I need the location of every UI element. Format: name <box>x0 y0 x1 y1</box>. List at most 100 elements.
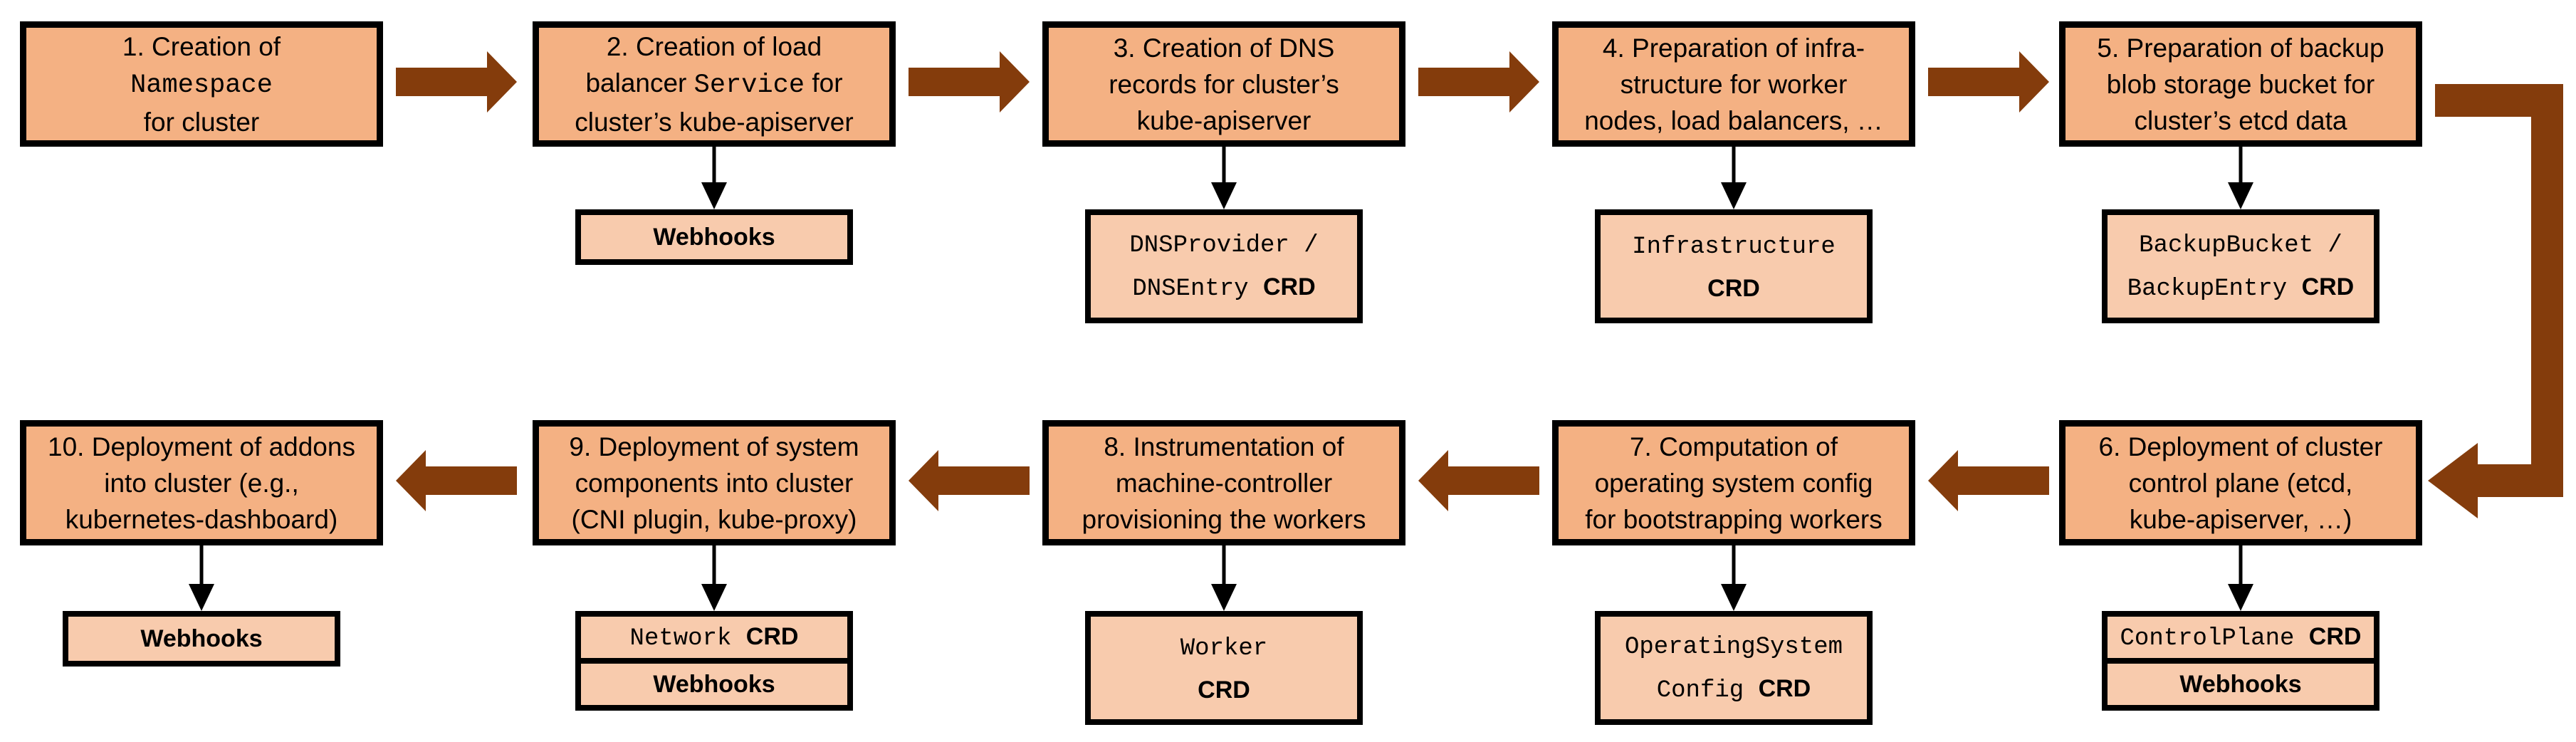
text-line: 6. Deployment of cluster <box>2099 429 2383 465</box>
label-text: operating system config <box>1594 468 1873 498</box>
label-text: 4. Preparation of infra- <box>1602 33 1865 63</box>
label-text: kube-apiserver, …) <box>2129 504 2352 534</box>
text-line: 9. Deployment of system <box>569 429 859 465</box>
text-line: Webhooks <box>2179 670 2301 699</box>
webhooks-box-step-9: Webhooks <box>575 658 853 711</box>
connector-arrow-step-2 <box>701 147 727 209</box>
label-text: control plane (etcd, <box>2128 468 2353 498</box>
resource-name: Network <box>629 625 746 652</box>
label-emphasis: Webhooks <box>2179 671 2302 698</box>
text-line: 7. Computation of <box>1630 429 1838 465</box>
connector-arrow-step-7 <box>1721 545 1747 611</box>
text-line: Network CRD <box>630 622 799 653</box>
step-box-1: 1. Creation of Namespace for cluster <box>20 21 383 147</box>
flow-arrow-4-to-5 <box>1928 51 2049 113</box>
label-text: cluster’s kube-apiserver <box>575 107 854 137</box>
text-line: machine-controller <box>1116 465 1332 501</box>
flow-arrow-10-to-9 <box>396 450 517 511</box>
flow-arrow-8-to-7 <box>1418 450 1539 511</box>
label-emphasis: Webhooks <box>140 625 263 652</box>
text-line: kubernetes-dashboard) <box>66 501 338 538</box>
text-line: nodes, load balancers, … <box>1584 103 1883 139</box>
text-line: DNSProvider / <box>1129 223 1318 266</box>
flow-arrow-1-to-2 <box>396 51 517 113</box>
label-text: 1. Creation of <box>122 31 281 61</box>
label-text: kube-apiserver <box>1136 105 1311 135</box>
label-text: 5. Preparation of backup <box>2097 33 2384 63</box>
text-line: Worker <box>1180 626 1267 669</box>
label-text: records for cluster’s <box>1109 69 1339 99</box>
label-emphasis: Webhooks <box>653 671 775 698</box>
text-line: 2. Creation of load <box>607 28 822 65</box>
label-emphasis: CRD <box>745 622 799 650</box>
resource-name: Namespace <box>130 70 273 100</box>
flow-arrow-9-to-8 <box>909 450 1030 511</box>
label-text: kubernetes-dashboard) <box>65 504 338 534</box>
label-text: balancer <box>585 68 694 98</box>
connector-arrow-step-10 <box>189 545 214 611</box>
connector-arrow-step-9 <box>701 545 727 611</box>
label-emphasis: CRD <box>2301 273 2355 301</box>
crd-box-step-3: DNSProvider / DNSEntry CRD <box>1085 209 1363 323</box>
crd-box-step-6: ControlPlane CRD <box>2102 611 2379 664</box>
text-line: kube-apiserver, …) <box>2130 501 2352 538</box>
connector-arrow-step-5 <box>2228 147 2253 209</box>
label-text: 8. Instrumentation of <box>1104 432 1344 461</box>
text-line: control plane (etcd, <box>2129 465 2353 501</box>
resource-name: DNSProvider / <box>1129 232 1319 259</box>
webhooks-box-step-2: Webhooks <box>575 209 853 265</box>
label-emphasis: CRD <box>1707 274 1760 302</box>
text-line: Webhooks <box>140 625 262 653</box>
label-text: nodes, load balancers, … <box>1584 105 1883 135</box>
webhooks-box-step-6: Webhooks <box>2102 658 2379 711</box>
text-line: provisioning the workers <box>1082 501 1366 538</box>
connector-arrow-step-8 <box>1211 545 1237 611</box>
label-text: 10. Deployment of addons <box>48 432 355 461</box>
text-line: BackupEntry CRD <box>2127 266 2355 310</box>
resource-name: Service <box>693 70 805 100</box>
crd-box-step-5: BackupBucket /BackupEntry CRD <box>2102 209 2379 323</box>
text-line: Infrastructure <box>1632 224 1836 268</box>
label-emphasis: CRD <box>2308 622 2362 650</box>
resource-name: BackupEntry <box>2127 276 2302 303</box>
label-text: cluster’s etcd data <box>2134 105 2347 135</box>
webhooks-box-step-10: Webhooks <box>63 611 340 667</box>
text-line: blob storage bucket for <box>2107 66 2375 103</box>
flow-arrow-3-to-4 <box>1418 51 1539 113</box>
resource-name: Worker <box>1180 634 1268 662</box>
text-line: DNSEntry CRD <box>1132 266 1315 310</box>
text-line: ControlPlane CRD <box>2120 622 2362 653</box>
text-line: for cluster <box>144 104 259 140</box>
resource-name: DNSEntry <box>1132 276 1263 303</box>
label-text: provisioning the workers <box>1082 504 1366 534</box>
text-line: 10. Deployment of addons <box>48 429 355 465</box>
step-box-4: 4. Preparation of infra-structure for wo… <box>1552 21 1915 147</box>
text-line: 3. Creation of DNS <box>1114 30 1335 66</box>
label-text: for <box>805 68 843 98</box>
text-line: (CNI plugin, kube-proxy) <box>572 501 857 538</box>
flow-arrow-7-to-6 <box>1928 450 2049 511</box>
label-emphasis: CRD <box>1198 676 1250 704</box>
resource-name: Config <box>1656 677 1759 704</box>
connector-arrow-step-6 <box>2228 545 2253 611</box>
text-line: Config CRD <box>1657 668 1811 711</box>
resource-name: Infrastructure <box>1632 233 1836 261</box>
label-text: structure for worker <box>1620 69 1848 99</box>
text-line: 8. Instrumentation of <box>1104 429 1344 465</box>
resource-name: ControlPlane <box>2120 625 2309 652</box>
text-line: BackupBucket / <box>2139 223 2342 266</box>
text-line: records for cluster’s <box>1109 66 1339 103</box>
connector-arrow-step-3 <box>1211 147 1237 209</box>
label-text: 2. Creation of load <box>606 31 822 61</box>
text-line: CRD <box>1707 268 1760 309</box>
text-line: balancer Service for <box>585 65 842 104</box>
